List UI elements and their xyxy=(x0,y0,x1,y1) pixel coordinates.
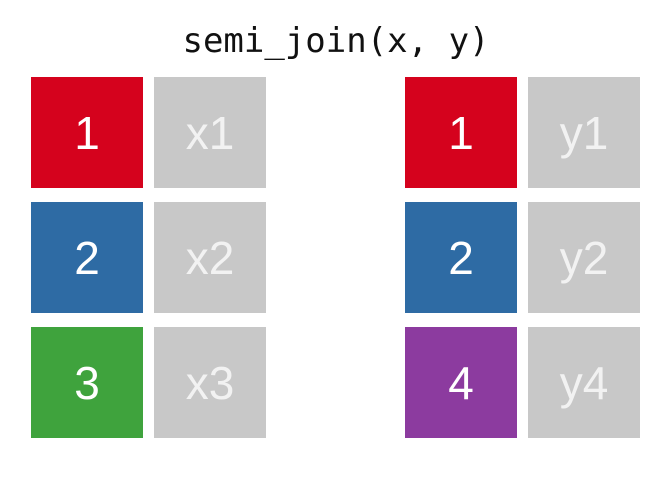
table-y-key-cell-row1: 1 xyxy=(405,77,517,188)
table-x: 1 x1 2 x2 3 x3 xyxy=(31,77,266,438)
table-y-value-cell-row2: y2 xyxy=(528,202,640,313)
table-x-key-cell-row1: 1 xyxy=(31,77,143,188)
table-x-key-cell-row3: 3 xyxy=(31,327,143,438)
table-y-value-cell-row3: y4 xyxy=(528,327,640,438)
table-x-value-cell-row2: x2 xyxy=(154,202,266,313)
table-y-value-cell-row1: y1 xyxy=(528,77,640,188)
table-y-key-cell-row3: 4 xyxy=(405,327,517,438)
table-x-value-cell-row3: x3 xyxy=(154,327,266,438)
table-y: 1 y1 2 y2 4 y4 xyxy=(405,77,640,438)
table-y-key-cell-row2: 2 xyxy=(405,202,517,313)
diagram-title: semi_join(x, y) xyxy=(182,21,490,61)
table-x-key-cell-row2: 2 xyxy=(31,202,143,313)
table-x-value-cell-row1: x1 xyxy=(154,77,266,188)
